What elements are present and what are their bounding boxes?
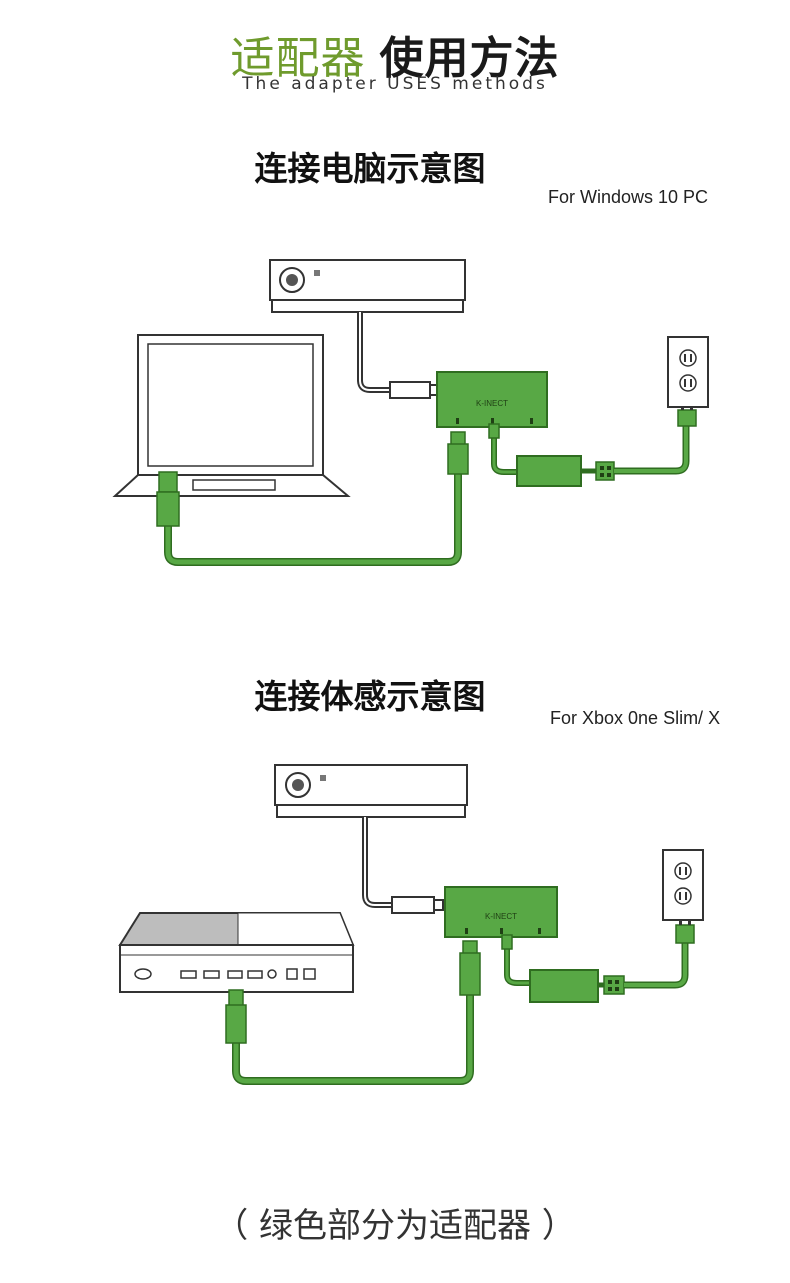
wall-outlet-icon [667,336,709,408]
adapter-label: K-INECT [476,399,508,408]
kinect-sensor-icon [269,259,466,313]
adapter-label: K-INECT [485,912,517,921]
section-subtitle-pc: For Windows 10 PC [548,187,709,207]
page-title-black: 使用方法 [379,33,560,84]
adapter-hub-icon: K-INECT [444,886,558,938]
usb-plug-adapter-icon [459,940,481,996]
page-subtitle: The adapter USES methods [242,74,548,94]
power-connector-icon [603,975,625,995]
xbox-console-icon [118,912,355,993]
usb-plug-adapter-icon [447,431,469,475]
laptop-icon [112,334,351,497]
kinect-sensor-icon [274,764,468,818]
section-subtitle-xbox: For Xbox 0ne Slim/ X [550,708,721,728]
page-title: 适配器使用方法 [0,22,790,86]
footer-note: （ 绿色部分为适配器 ） [214,1206,576,1246]
adapter-hub-icon: K-INECT [436,371,548,428]
kinect-plug-icon [391,896,444,914]
section-title-xbox: 连接体感示意图 [254,677,486,716]
section-title-pc: 连接电脑示意图 [254,149,486,188]
power-brick-icon [529,969,599,1003]
power-connector-icon [595,461,615,481]
pc-connection-diagram: K-INECT [112,259,709,566]
usb-plug-laptop-icon [156,471,180,527]
wall-outlet-icon [662,849,704,921]
usb-plug-console-icon [225,989,247,1044]
page-title-green: 适配器 [230,33,366,84]
xbox-connection-diagram: K-INECT [118,764,704,1085]
kinect-plug-icon [389,381,439,399]
power-brick-icon [516,455,582,487]
